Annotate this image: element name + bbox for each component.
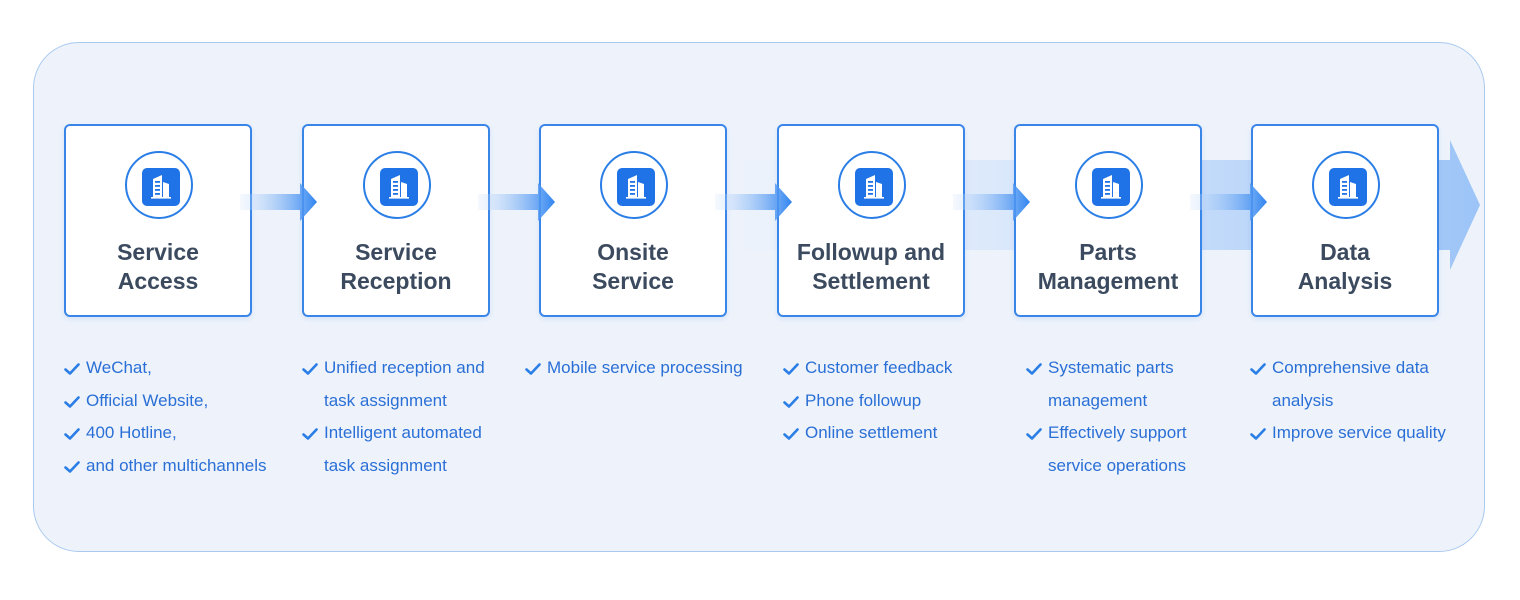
step-title-line: Management [1037, 268, 1179, 294]
step-title-line: Service [592, 268, 674, 294]
list-item-text: Unified reception and [324, 358, 485, 377]
list-item-text: Comprehensive data [1272, 358, 1429, 377]
connector-arrow [1190, 183, 1267, 221]
connector-arrow [715, 183, 792, 221]
check-icon [1250, 428, 1266, 440]
building-icon [142, 168, 180, 206]
list-item: Systematic parts management [1026, 352, 1187, 417]
check-icon [783, 395, 799, 408]
check-icon [64, 363, 80, 375]
process-panel [33, 42, 1485, 552]
list-item-text: Systematic parts [1048, 358, 1174, 377]
step-title-line: Followup and [796, 239, 946, 265]
list-item: WeChat, [64, 352, 267, 385]
step-title-line: Service [117, 239, 199, 265]
connector-arrow [240, 183, 317, 221]
feature-list-service-access: WeChat, Official Website, 400 Hotline, and … [64, 352, 267, 482]
list-item-text: Improve service quality [1272, 423, 1446, 442]
step-title-line: Onsite [597, 239, 669, 265]
building-icon [617, 168, 655, 206]
list-item: Unified reception and task assignment [302, 352, 485, 417]
list-item: Intelligent automated task assignment [302, 417, 485, 482]
step-title-line: Data [1320, 239, 1370, 265]
list-item: Effectively support service operations [1026, 417, 1187, 482]
building-icon [1329, 168, 1367, 206]
icon-ring [838, 151, 906, 219]
list-item-text: Customer feedback [805, 358, 953, 377]
list-item-text: Phone followup [805, 390, 922, 410]
list-item: Comprehensive data analysis [1250, 352, 1446, 417]
list-item: and other multichannels [64, 450, 267, 483]
list-item: Customer feedback [783, 352, 952, 385]
check-icon [302, 363, 318, 375]
connector-arrow [953, 183, 1030, 221]
list-item-text: Intelligent automated [324, 423, 482, 442]
list-item: Improve service quality [1250, 417, 1446, 450]
check-icon [1026, 428, 1042, 440]
list-item: 400 Hotline, [64, 417, 267, 450]
list-item-text: and other multichannels [86, 455, 267, 475]
list-item-text: task assignment [324, 455, 447, 475]
icon-ring [125, 151, 193, 219]
building-icon [855, 168, 893, 206]
list-item: Phone followup [783, 385, 952, 418]
step-title-line: Settlement [812, 268, 930, 294]
list-item-text: service operations [1048, 455, 1186, 475]
check-icon [783, 428, 799, 440]
list-item-text: Official Website, [86, 390, 209, 410]
check-icon [1026, 363, 1042, 375]
check-icon [64, 460, 80, 473]
connector-arrow [478, 183, 555, 221]
building-icon [380, 168, 418, 206]
list-item-text: analysis [1272, 390, 1334, 410]
feature-list-onsite-service: Mobile service processing [525, 352, 743, 385]
check-icon [783, 363, 799, 375]
step-title-line: Parts [1079, 239, 1137, 265]
step-title-line: Reception [340, 268, 452, 294]
check-icon [302, 428, 318, 440]
icon-ring [1075, 151, 1143, 219]
building-icon [1092, 168, 1130, 206]
list-item-text: Mobile service processing [547, 358, 743, 377]
step-title-line: Access [117, 268, 199, 294]
list-item: Official Website, [64, 385, 267, 418]
step-title-line: Analysis [1297, 268, 1393, 294]
list-item-text: task assignment [324, 390, 447, 410]
step-title-line: Service [355, 239, 437, 265]
check-icon [1250, 363, 1266, 375]
icon-ring [600, 151, 668, 219]
icon-ring [363, 151, 431, 219]
list-item: Online settlement [783, 417, 952, 450]
list-item-text: Online settlement [805, 423, 938, 442]
list-item-text: management [1048, 390, 1148, 410]
check-icon [64, 395, 80, 408]
list-item: Mobile service processing [525, 352, 743, 385]
list-item-text: WeChat, [86, 358, 152, 377]
icon-ring [1312, 151, 1380, 219]
list-item-text: 400 Hotline, [86, 423, 177, 442]
check-icon [525, 363, 541, 375]
list-item-text: Effectively support [1048, 423, 1187, 442]
check-icon [64, 428, 80, 440]
